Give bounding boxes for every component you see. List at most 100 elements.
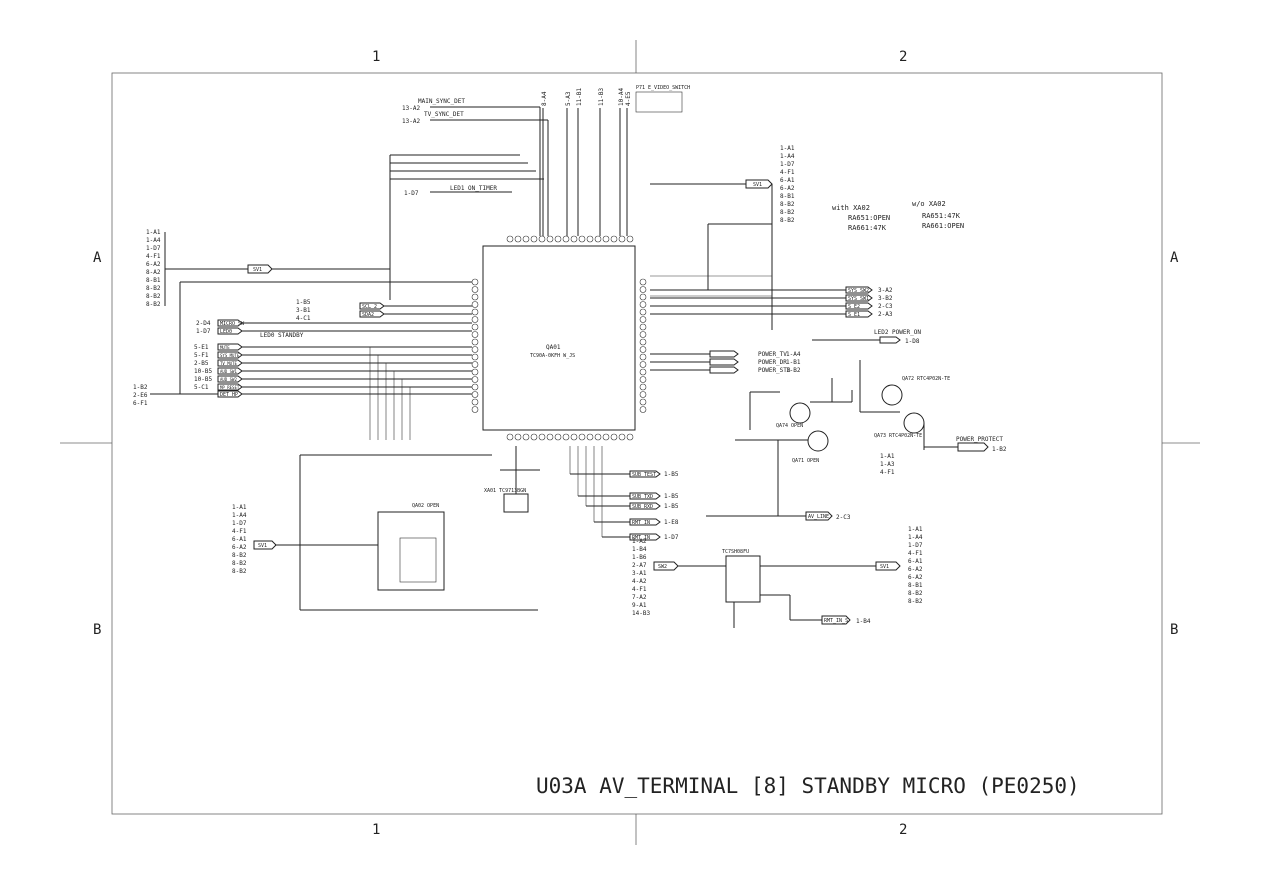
mcu-ref: QA01 (546, 344, 561, 351)
row-marker-b-right: B (1170, 622, 1178, 638)
mcu-pin-left (471, 376, 479, 383)
pow-tag (709, 366, 739, 374)
lower-mid-ref: 3-A1 (632, 570, 647, 577)
lower-right-ref: 4-F1 (908, 550, 923, 557)
sheet-title: U03A AV_TERMINAL [8] STANDBY MICRO (PE02… (536, 774, 1080, 798)
right-ref: 6-A1 (780, 177, 795, 184)
sys-net: S_E1 (848, 312, 860, 318)
sclsda-ref: 4-C1 (296, 315, 311, 322)
led2-label: LED2 POWER_ON (874, 329, 921, 336)
pow-net: POWER_STB (758, 367, 791, 374)
mcu-pin-bottom (618, 433, 626, 441)
row-marker-b-left: B (93, 622, 101, 638)
mcu-pin-left (471, 406, 479, 413)
frame-markers: 1 2 1 2 A A B B (93, 49, 1179, 838)
mcu-pin-top (554, 235, 562, 243)
power-protect-ref: 1-B2 (992, 446, 1007, 453)
pow-ref: 1-A4 (786, 351, 801, 358)
led-tag (217, 327, 243, 335)
right-ref: 8-B2 (780, 201, 795, 208)
col-marker-1-top: 1 (372, 49, 380, 65)
mcu-pin-bottom (602, 433, 610, 441)
mcu-pin-right (639, 361, 647, 368)
det-ref: 2-E6 (133, 392, 148, 399)
mute-tag (217, 383, 243, 391)
lower-left-ref: 1-A1 (232, 504, 247, 511)
det-ref: 1-B2 (133, 384, 148, 391)
lower-mid-ref: 1-B6 (632, 554, 647, 561)
mcu-pin-left (471, 383, 479, 391)
mcu-pin-left (471, 301, 479, 308)
mcu-pin-top (578, 235, 586, 243)
mcu-pin-left (471, 338, 479, 346)
top-vertical-ref: 5-A3 (565, 91, 572, 106)
mute-tag (217, 343, 243, 351)
row-marker-a-left: A (93, 250, 102, 266)
qa73-label: QA73 RTC4P02N-TE (874, 433, 922, 439)
lower-left-ref: 1-A4 (232, 512, 247, 519)
mcu-pin-top (522, 235, 530, 243)
qa72-label: QA72 RTC4P02N-TE (902, 376, 950, 382)
lower-left-ref: 6-A2 (232, 544, 247, 551)
mcu-pin-top (546, 235, 554, 243)
mcu-pin-bottom (530, 433, 538, 441)
lower-right-ref: 6-A1 (908, 558, 923, 565)
sclsda-ref: 3-B1 (296, 307, 311, 314)
sub-tag (629, 518, 661, 526)
sclsda-net: SCL_2 (362, 304, 377, 310)
left-ref: 8-B2 (146, 301, 161, 308)
mute-ref: 5-F1 (194, 352, 209, 359)
power-protect: POWER_PROTECT 1-B2 (924, 436, 1007, 453)
mute-net: AUD_SW2 (220, 377, 237, 382)
mcu-part: TC90A-0KFH W_JS (530, 353, 575, 359)
left-ref: 1-A4 (146, 237, 161, 244)
mcu-pin-left (471, 331, 479, 338)
pow-ref: 1-B1 (786, 359, 801, 366)
led-standby-label: LED0 STANDBY (260, 332, 304, 339)
mcu-pin-right (639, 301, 647, 308)
mute-net: MP_RESET (220, 385, 240, 390)
sub-tag (629, 492, 661, 500)
av-line-label: AV_LINE (808, 514, 829, 520)
sys-net: S_E2 (848, 304, 860, 310)
mcu-pin-top (562, 235, 570, 243)
mcu-pin-left (471, 368, 479, 376)
xa02-notes: with XA02 RA651:OPEN RA661:47K w/o XA02 … (832, 200, 964, 232)
sub-ref: 1-D7 (664, 534, 679, 541)
sys-tag (845, 286, 873, 294)
col-marker-2-top: 2 (899, 49, 907, 65)
lower-mid-ref: 2-A7 (632, 562, 647, 569)
with-xa02-a: RA651:OPEN (848, 214, 890, 222)
sys-net: SYS_SW1 (848, 296, 869, 302)
left-ref: 1-D7 (146, 245, 161, 252)
left-sv1: SV1 (165, 264, 390, 274)
mute-tag (217, 367, 243, 375)
mcu-pin-bottom (578, 433, 586, 441)
lower-mid-ref: 9-A1 (632, 602, 647, 609)
ref-main-sync: 13-A2 (402, 105, 420, 112)
mcu-pin-right (639, 308, 647, 316)
qa74-label: QA74 OPEN (776, 423, 803, 429)
lower-mid-ref: 14-B3 (632, 610, 650, 617)
mcu-pin-right (639, 316, 647, 323)
sclsda-tag (359, 310, 385, 318)
right-ref: 8-B2 (780, 217, 795, 224)
pow-tag (709, 350, 739, 358)
sub-net: RMT_IN (632, 535, 650, 541)
sub-ref: 1-B5 (664, 503, 679, 510)
sys-ref: 3-B2 (878, 295, 893, 302)
mcu-pin-bottom (562, 433, 570, 441)
top-vertical-ref: 11-B3 (598, 88, 605, 106)
lower-right-ref: 1-A1 (908, 526, 923, 533)
lower-right-refs: 1-A11-A41-D74-F16-A16-A26-A28-B18-B28-B2 (908, 526, 923, 605)
right-ref: 1-A1 (780, 145, 795, 152)
qa02-label: QA02 OPEN (412, 503, 439, 509)
mcu-pin-left (471, 316, 479, 323)
lower-mid-ref: 4-F1 (632, 586, 647, 593)
left-sv1-label: SV1 (253, 267, 262, 273)
mcu-pin-left (471, 286, 479, 293)
lower-right-sv1-label: SV1 (880, 564, 889, 570)
sub-net: SUB_TXD (632, 494, 653, 500)
